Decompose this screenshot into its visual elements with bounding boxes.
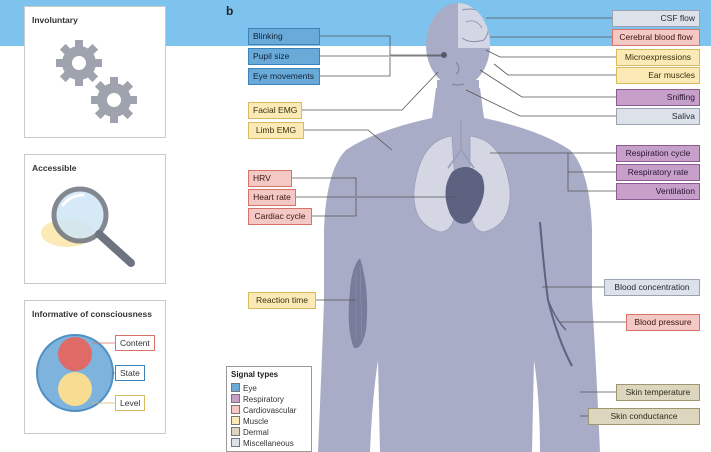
label-saliva: Saliva (616, 108, 700, 125)
label-csf-flow: CSF flow (612, 10, 700, 27)
legend-item-cardiovascular: Cardiovascular (231, 405, 296, 415)
legend-title: Signal types (231, 370, 278, 379)
panel-b-letter: b (226, 4, 233, 18)
label-heart-rate: Heart rate (248, 189, 296, 206)
label-eye-movements: Eye movements (248, 68, 320, 85)
panel-accessible: Accessible (24, 154, 166, 284)
label-blinking: Blinking (248, 28, 320, 45)
legend-swatch (231, 394, 240, 403)
label-cerebral-blood-flow: Cerebral blood flow (612, 29, 700, 46)
label-sniffing: Sniffing (616, 89, 700, 106)
label-reaction-time: Reaction time (248, 292, 316, 309)
label-ear-muscles: Ear muscles (616, 67, 700, 84)
panel-informative: Informative of consciousness Content Sta… (24, 300, 166, 434)
label-blood-concentration: Blood concentration (604, 279, 700, 296)
content-tag: Content (115, 335, 155, 351)
level-tag: Level (115, 395, 145, 411)
legend-item-dermal: Dermal (231, 427, 269, 437)
state-tag: State (115, 365, 145, 381)
legend-item-miscellaneous: Miscellaneous (231, 438, 294, 448)
legend-swatch (231, 438, 240, 447)
label-respiration-cycle: Respiration cycle (616, 145, 700, 162)
legend-swatch (231, 427, 240, 436)
legend-swatch (231, 383, 240, 392)
label-pupil-size: Pupil size (248, 48, 320, 65)
label-blood-pressure: Blood pressure (626, 314, 700, 331)
legend-item-eye: Eye (231, 383, 257, 393)
panel-title-informative: Informative of consciousness (32, 309, 152, 319)
label-hrv: HRV (248, 170, 292, 187)
signal-types-legend: Signal types Eye Respiratory Cardiovascu… (226, 366, 312, 452)
label-limb-emg: Limb EMG (248, 122, 304, 139)
magnifying-glass-icon (25, 171, 165, 281)
legend-item-muscle: Muscle (231, 416, 268, 426)
legend-swatch (231, 416, 240, 425)
label-respiratory-rate: Respiratory rate (616, 164, 700, 181)
gears-icon (25, 21, 165, 141)
label-microexpressions: Microexpressions (616, 49, 700, 66)
legend-item-respiratory: Respiratory (231, 394, 284, 404)
label-skin-conductance: Skin conductance (588, 408, 700, 425)
legend-swatch (231, 405, 240, 414)
label-cardiac-cycle: Cardiac cycle (248, 208, 312, 225)
label-skin-temperature: Skin temperature (616, 384, 700, 401)
panel-involuntary: Involuntary (24, 6, 166, 138)
label-facial-emg: Facial EMG (248, 102, 302, 119)
label-ventilation: Ventilation (616, 183, 700, 200)
